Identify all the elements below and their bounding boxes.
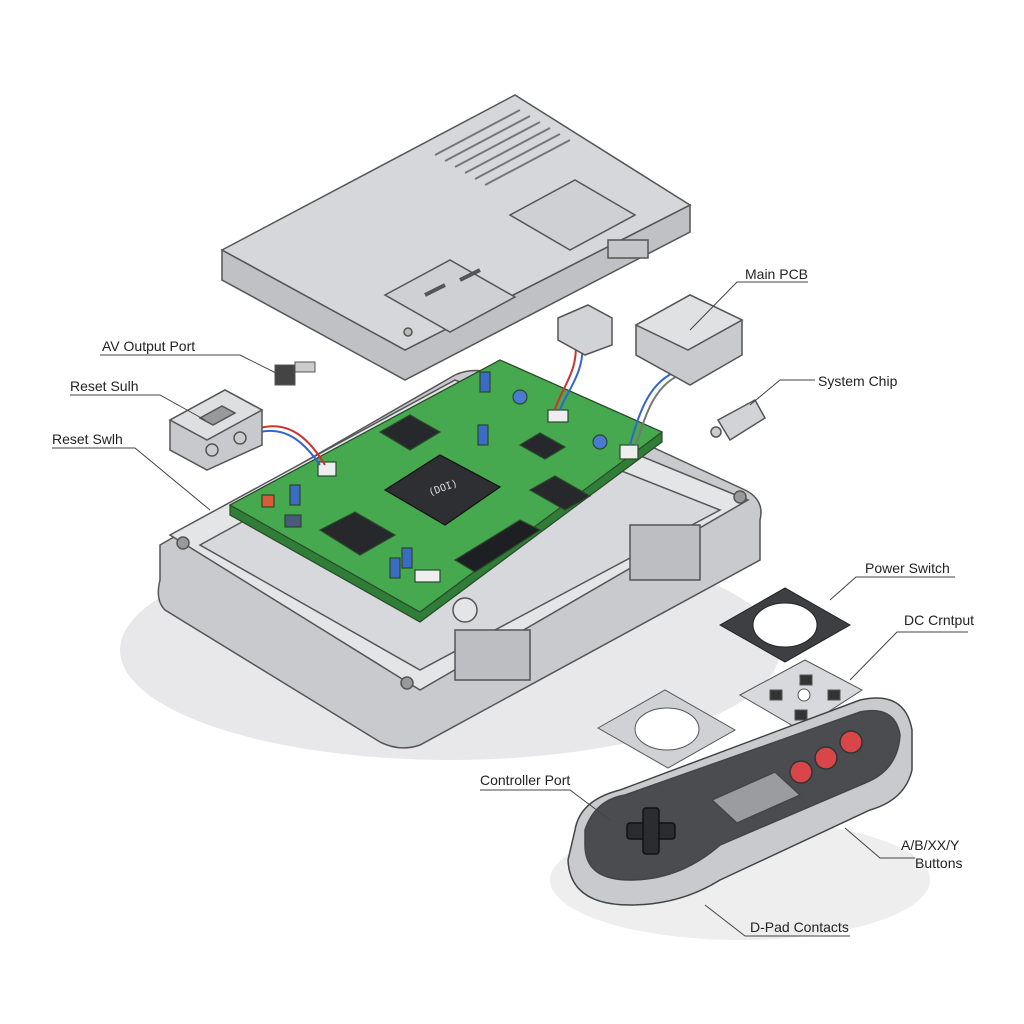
small-barrel-part	[710, 398, 767, 442]
leader-lines	[52, 281, 968, 937]
action-buttons	[789, 730, 863, 784]
dpad-membrane	[738, 659, 863, 731]
connector-block	[557, 294, 744, 386]
label-system-chip: System Chip	[818, 373, 898, 389]
label-controller-port: Controller Port	[480, 772, 571, 788]
label-reset-sulh: Reset Sulh	[70, 378, 139, 394]
power-switch-gasket	[718, 587, 852, 663]
av-output-port-part	[274, 361, 316, 386]
top-lid	[220, 94, 692, 381]
system-chip: (DOI)	[383, 454, 502, 526]
label-reset-swlh: Reset Swlh	[52, 431, 123, 447]
label-buttons-line2: Buttons	[915, 855, 963, 871]
main-pcb: (DOI)	[228, 359, 664, 623]
label-dpad-contacts: D-Pad Contacts	[750, 919, 849, 935]
controller	[567, 697, 913, 906]
reset-switch-block	[168, 389, 264, 471]
label-dc-output: DC Crntput	[904, 612, 975, 628]
label-main-pcb: Main PCB	[745, 266, 809, 282]
label-power-switch: Power Switch	[865, 560, 950, 576]
dpad	[626, 807, 676, 855]
label-av-output-port: AV Output Port	[102, 338, 196, 354]
label-buttons-line1: A/B/XX/Y	[901, 837, 960, 853]
controller-port-frame	[596, 689, 737, 769]
